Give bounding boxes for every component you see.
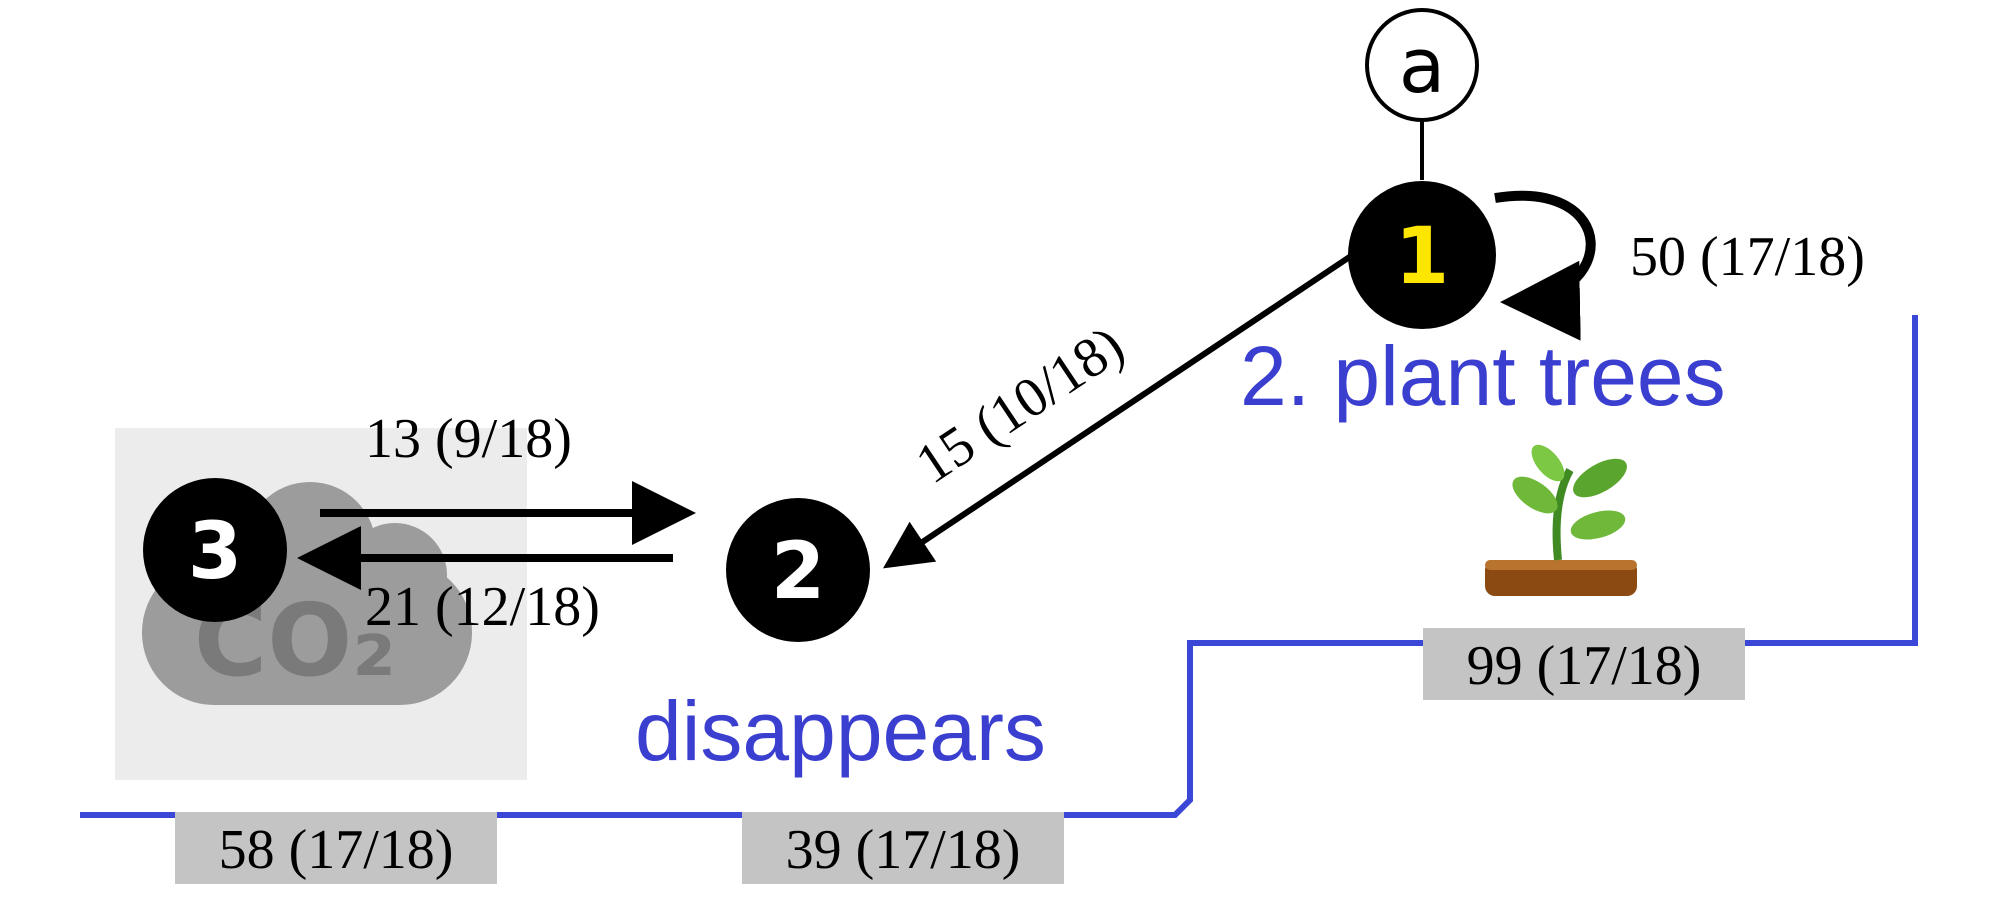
edge-1-to-2 [883, 247, 1362, 569]
sprout-icon [1485, 444, 1637, 596]
state-label-plant-trees: 2. plant trees [1240, 329, 1726, 423]
edge-label-1-2: 15 (10/18) [905, 314, 1135, 496]
node-3: 3 [143, 478, 287, 622]
edge-label-3-2: 13 (9/18) [365, 408, 572, 470]
svg-text:1: 1 [1395, 212, 1449, 302]
state-label-disappears: disappears [635, 684, 1046, 778]
node-2: 2 [726, 498, 870, 642]
self-loop-label: 50 (17/18) [1630, 226, 1865, 288]
marker-label: a [1399, 21, 1446, 110]
svg-text:3: 3 [188, 507, 242, 597]
self-loop-1 [1494, 190, 1596, 341]
svg-text:39 (17/18): 39 (17/18) [786, 819, 1021, 881]
svg-text:2: 2 [771, 527, 825, 617]
svg-text:99 (17/18): 99 (17/18) [1467, 635, 1702, 697]
svg-text:58 (17/18): 58 (17/18) [219, 819, 454, 881]
timeline-label-58: 58 (17/18) [175, 812, 497, 884]
timeline-label-99: 99 (17/18) [1423, 628, 1745, 700]
marker-circle [1365, 8, 1479, 122]
node-1: 1 [1348, 181, 1496, 329]
edge-label-2-3: 21 (12/18) [365, 576, 600, 638]
timeline-label-39: 39 (17/18) [742, 812, 1064, 884]
